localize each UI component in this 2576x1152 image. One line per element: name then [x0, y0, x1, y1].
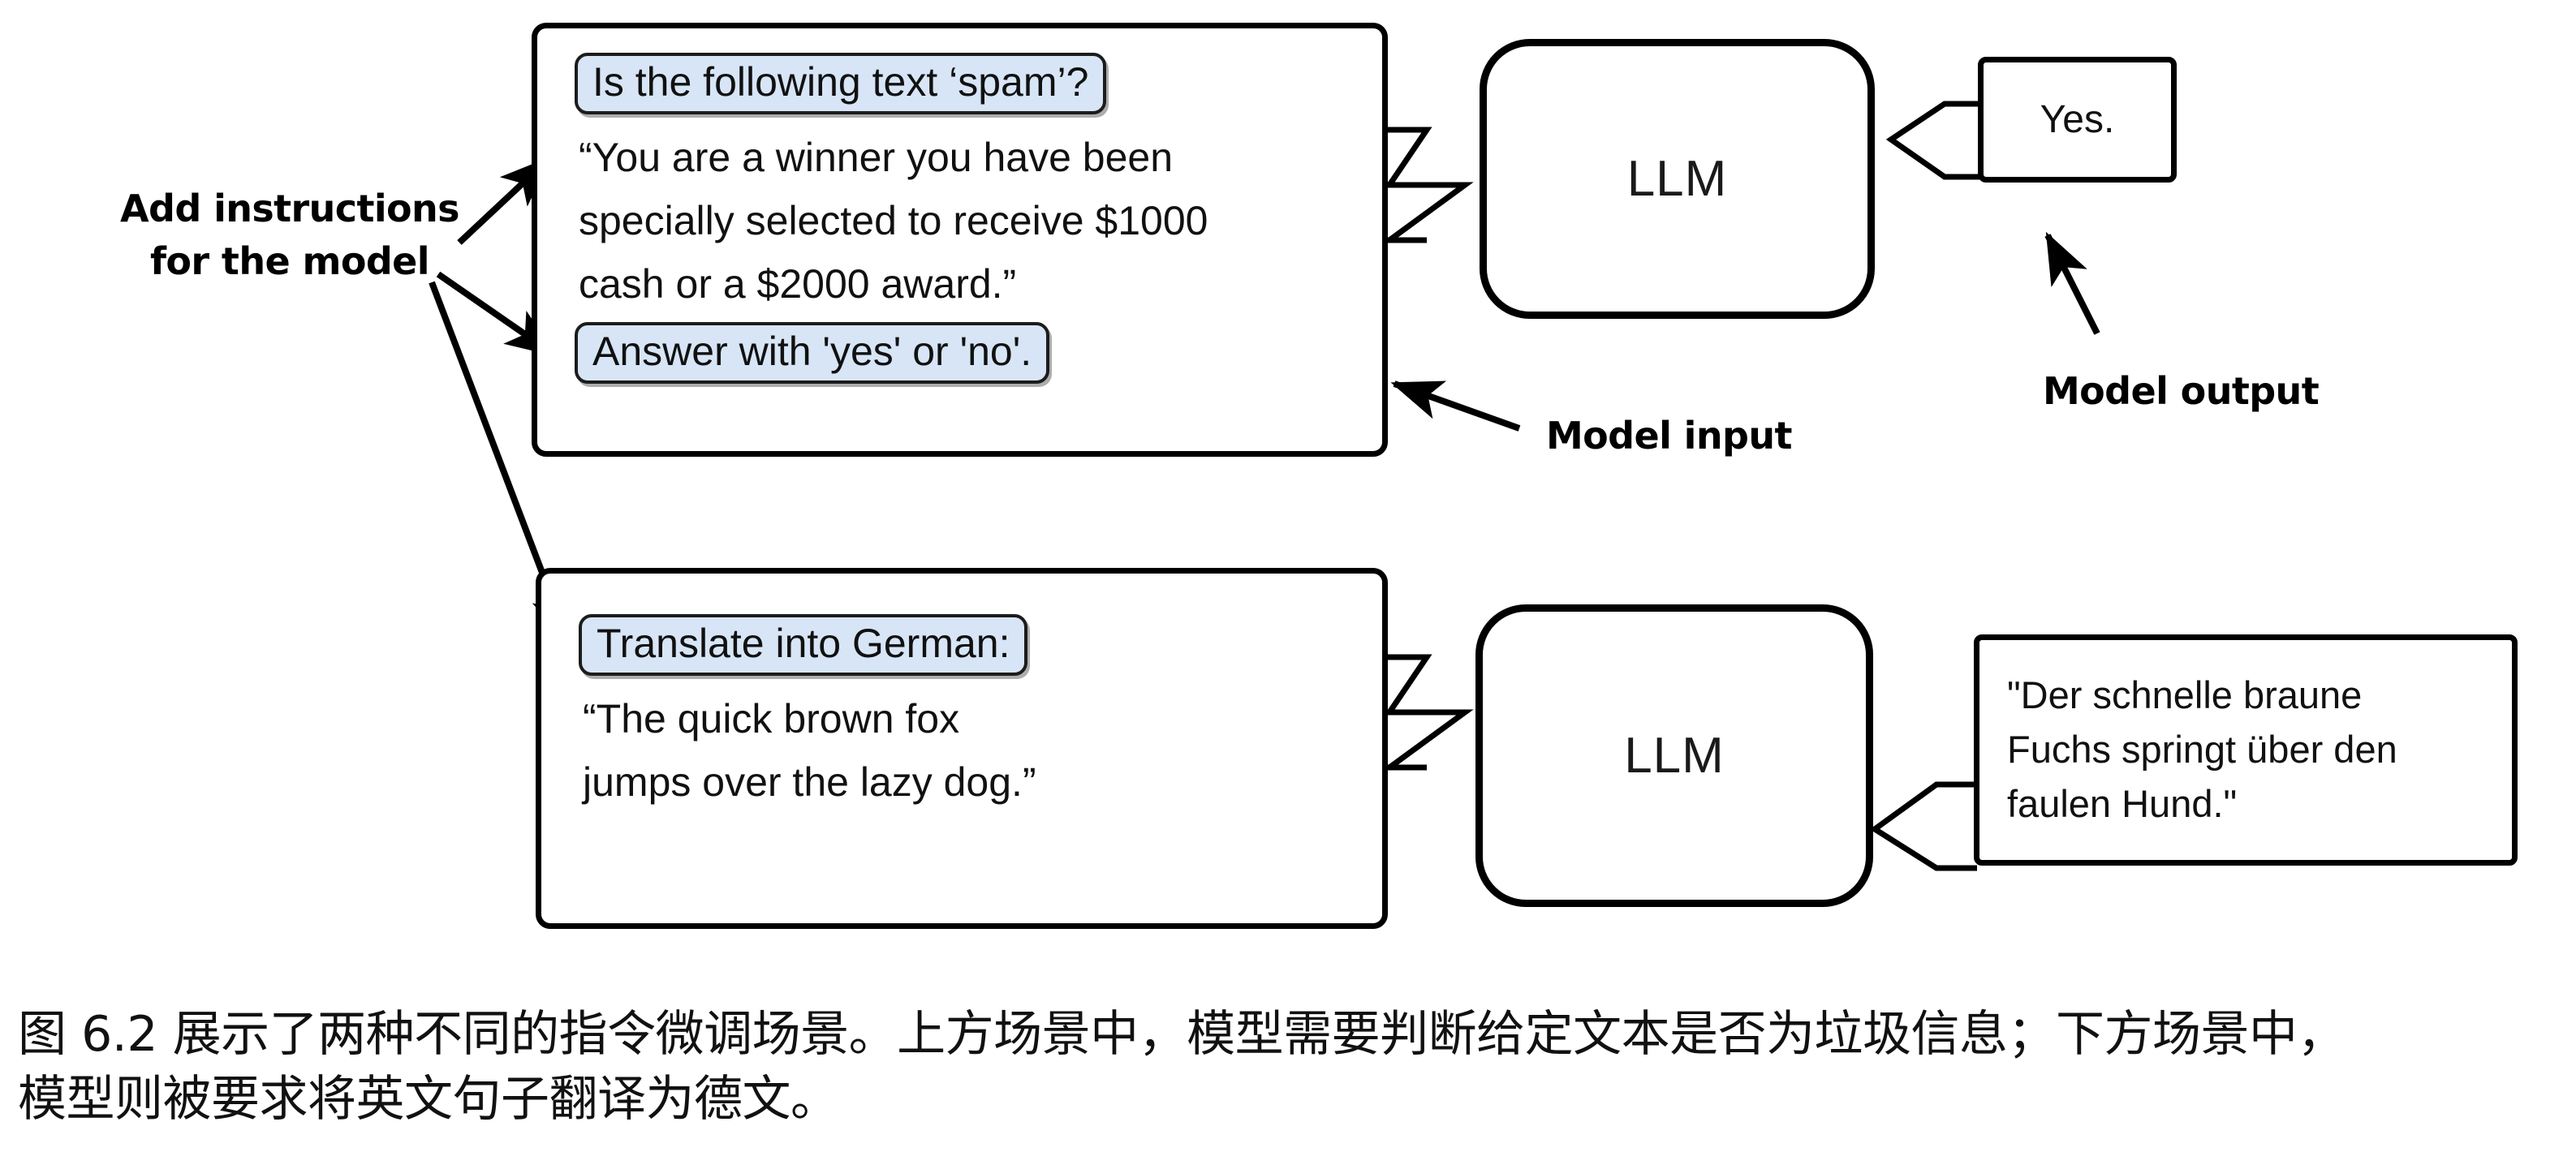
- llm-label: LLM: [1624, 728, 1725, 784]
- tail-spam-prompt-to-llm: [1381, 127, 1474, 243]
- tail-german-bubble: [1869, 781, 1977, 871]
- prompt-body-line: “The quick brown fox: [583, 696, 960, 741]
- output-line: faulen Hund.": [2007, 781, 2238, 825]
- prompt-body-line: cash or a $2000 award.”: [579, 261, 1017, 307]
- model-input-box-german: Translate into German: “The quick brown …: [536, 568, 1388, 929]
- output-text-block: "Der schnelle braune Fuchs springt über …: [2007, 668, 2397, 831]
- arrow-model-input-callout: [1390, 380, 1521, 432]
- arrow-model-output-callout: [2044, 231, 2100, 335]
- annotation-model-output: Model output: [2043, 369, 2320, 413]
- llm-box-spam: LLM: [1480, 39, 1875, 319]
- prompt-content-spam: Is the following text ‘spam’? “You are a…: [575, 53, 1358, 384]
- model-output-bubble-yes: Yes.: [1978, 57, 2177, 183]
- prompt-body-line: “You are a winner you have been: [579, 135, 1174, 180]
- instruction-finetuning-figure: Is the following text ‘spam’? “You are a…: [120, 23, 2518, 929]
- tail-yes-bubble: [1885, 101, 1980, 180]
- model-input-box-spam: Is the following text ‘spam’? “You are a…: [532, 23, 1388, 457]
- instruction-pill-is-spam: Is the following text ‘spam’?: [575, 53, 1107, 114]
- annotation-add-instructions: Add instructions for the model: [120, 183, 460, 289]
- caption-line: 模型则被要求将英文句子翻译为德文。: [18, 1070, 839, 1128]
- prompt-content-german: Translate into German: “The quick brown …: [579, 614, 1358, 802]
- annotation-model-input: Model input: [1546, 414, 1792, 458]
- instruction-pill-answer-yes-no: Answer with 'yes' or 'no'.: [575, 322, 1050, 384]
- llm-label: LLM: [1626, 151, 1728, 207]
- annotation-line: Add instructions: [120, 187, 460, 230]
- prompt-body-line: specially selected to receive $1000: [579, 198, 1208, 243]
- caption-line: 图 6.2 展示了两种不同的指令微调场景。上方场景中，模型需要判断给定文本是否为…: [18, 1006, 2346, 1063]
- figure-caption: 图 6.2 展示了两种不同的指令微调场景。上方场景中，模型需要判断给定文本是否为…: [18, 1003, 2566, 1133]
- output-line: Yes.: [2040, 97, 2115, 141]
- prompt-body-line: jumps over the lazy dog.”: [583, 759, 1036, 805]
- tail-german-prompt-to-llm: [1381, 654, 1474, 771]
- output-line: "Der schnelle braune: [2007, 673, 2363, 717]
- output-line: Fuchs springt über den: [2007, 728, 2397, 772]
- instruction-pill-translate-into-german: Translate into German:: [579, 614, 1028, 676]
- llm-box-german: LLM: [1475, 604, 1873, 907]
- annotation-line: for the model: [150, 239, 430, 284]
- model-output-bubble-german: "Der schnelle braune Fuchs springt über …: [1974, 634, 2518, 866]
